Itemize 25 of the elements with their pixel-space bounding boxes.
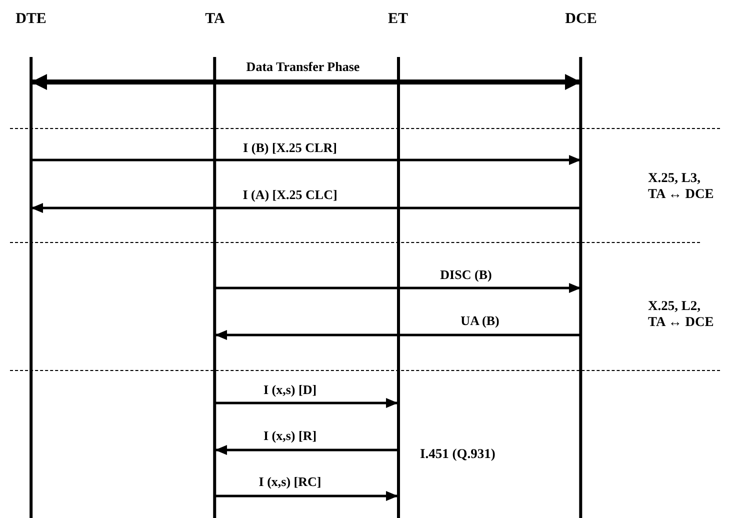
- edge-label: Data Transfer Phase: [244, 60, 362, 74]
- edge-label: I (A) [X.25 CLC]: [240, 188, 340, 202]
- arrow: [215, 491, 398, 501]
- lifeline-header: DTE: [16, 10, 46, 28]
- edge-label: UA (B): [458, 314, 502, 328]
- arrow: [215, 283, 581, 293]
- arrow: [31, 203, 581, 213]
- edge-label: DISC (B): [438, 268, 494, 282]
- protocol-note: TA ↔ DCE: [648, 314, 714, 330]
- lifeline-header: TA: [205, 10, 225, 28]
- protocol-note: X.25, L2,: [648, 298, 701, 314]
- arrow: [31, 74, 581, 90]
- lifeline-header: DCE: [565, 10, 597, 28]
- protocol-note: X.25, L3,: [648, 170, 701, 186]
- arrow: [215, 445, 398, 455]
- edge-label: I (B) [X.25 CLR]: [241, 141, 339, 155]
- protocol-note: TA ↔ DCE: [648, 186, 714, 202]
- lifeline-header: ET: [388, 10, 408, 28]
- arrow: [215, 398, 398, 408]
- edge-label: I (x,s) [RC]: [256, 475, 324, 489]
- protocol-note: I.451 (Q.931): [420, 446, 496, 462]
- arrow: [31, 155, 581, 165]
- edge-label: I (x,s) [D]: [261, 383, 319, 397]
- arrow: [215, 330, 581, 340]
- edge-label: I (x,s) [R]: [261, 429, 319, 443]
